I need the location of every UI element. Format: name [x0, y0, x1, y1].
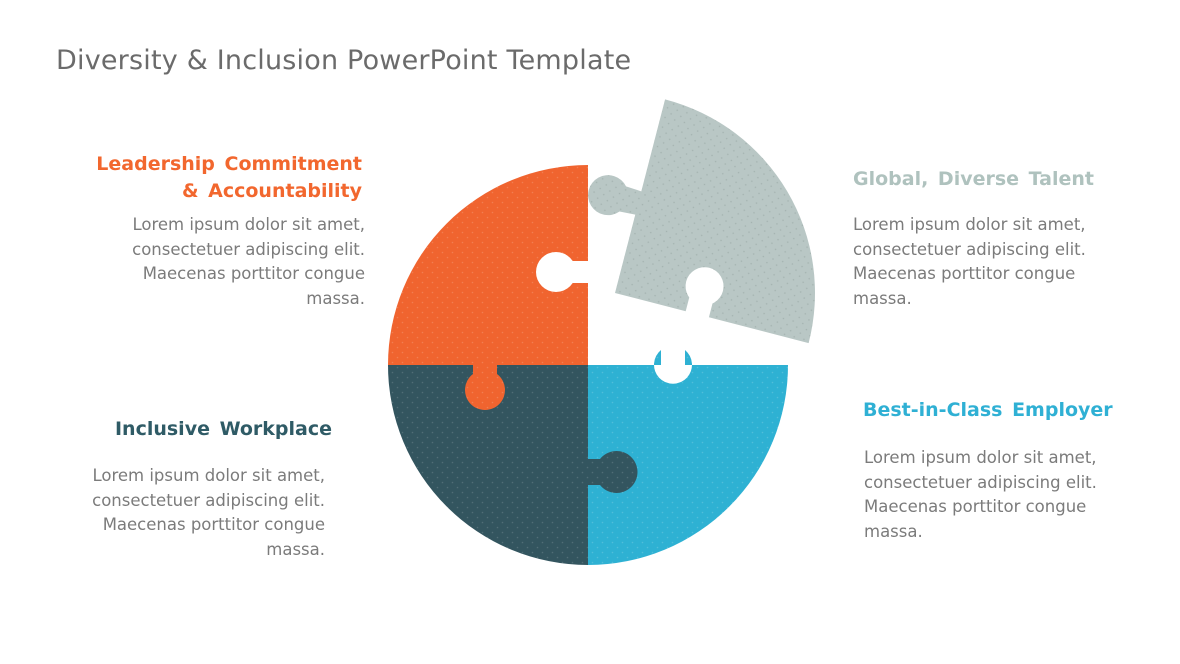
body-line: massa. [864, 521, 923, 541]
heading-line: Best-in-Class Employer [863, 399, 1113, 421]
body-line: massa. [266, 539, 325, 559]
body-line: Maecenas porttitor congue [864, 497, 1087, 516]
section-heading-inclusive-workplace: Inclusive Workplace [62, 416, 332, 443]
puzzle-piece-inclusive-workplace [388, 365, 638, 565]
page-title: Diversity & Inclusion PowerPoint Templat… [56, 45, 632, 76]
section-body-best-employer: Lorem ipsum dolor sit amet, consectetuer… [864, 446, 1144, 544]
section-body-inclusive-workplace: Lorem ipsum dolor sit amet, consectetuer… [55, 464, 325, 562]
section-body-leadership: Lorem ipsum dolor sit amet, consectetuer… [95, 213, 365, 311]
body-line: Lorem ipsum dolor sit amet, [853, 215, 1086, 234]
body-line: consectetuer adipiscing elit. [92, 490, 325, 510]
section-body-global-talent: Lorem ipsum dolor sit amet, consectetuer… [853, 213, 1133, 311]
section-heading-leadership: Leadership Commitment & Accountability [60, 151, 362, 205]
body-line: Maecenas porttitor congue [102, 515, 325, 534]
heading-line: & Accountability [181, 180, 362, 202]
body-line: consectetuer adipiscing elit. [853, 239, 1086, 259]
body-line: Lorem ipsum dolor sit amet, [132, 215, 365, 234]
heading-line: Global, Diverse Talent [853, 168, 1095, 190]
body-line: consectetuer adipiscing elit. [864, 472, 1097, 492]
body-line: Lorem ipsum dolor sit amet, [92, 466, 325, 485]
heading-line: Leadership Commitment [96, 153, 362, 175]
heading-line: Inclusive Workplace [114, 418, 332, 440]
body-line: Maecenas porttitor congue [853, 264, 1076, 283]
body-line: Maecenas porttitor congue [142, 264, 365, 283]
puzzle-piece-best-in-class-employer [588, 350, 788, 565]
body-line: consectetuer adipiscing elit. [132, 239, 365, 259]
puzzle-piece-leadership-commitment [388, 165, 588, 410]
section-heading-best-employer: Best-in-Class Employer [863, 397, 1153, 424]
body-line: Lorem ipsum dolor sit amet, [864, 448, 1097, 467]
section-heading-global-talent: Global, Diverse Talent [853, 166, 1143, 193]
body-line: massa. [306, 288, 365, 308]
body-line: massa. [853, 288, 912, 308]
puzzle-piece-global-diverse-talent [588, 99, 815, 344]
